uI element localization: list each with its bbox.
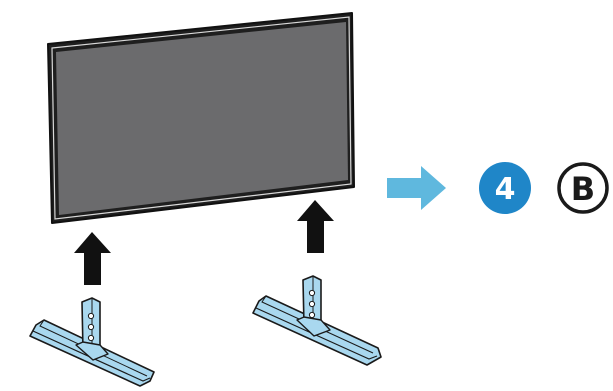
tv-frame-highlight: [51, 16, 352, 220]
step-letter-badge: B: [557, 162, 609, 214]
step-number: 4: [495, 172, 516, 207]
up-arrow-icon: [297, 200, 334, 253]
tv-screen: [56, 22, 348, 215]
right-arrow-icon: [387, 166, 446, 210]
right-stand-leg: [252, 275, 382, 366]
up-arrow-icon: [74, 232, 111, 285]
left-stand-leg: [29, 297, 155, 387]
step-letter: B: [571, 170, 595, 208]
television: [47, 12, 355, 224]
step-number-badge: 4: [479, 162, 531, 214]
